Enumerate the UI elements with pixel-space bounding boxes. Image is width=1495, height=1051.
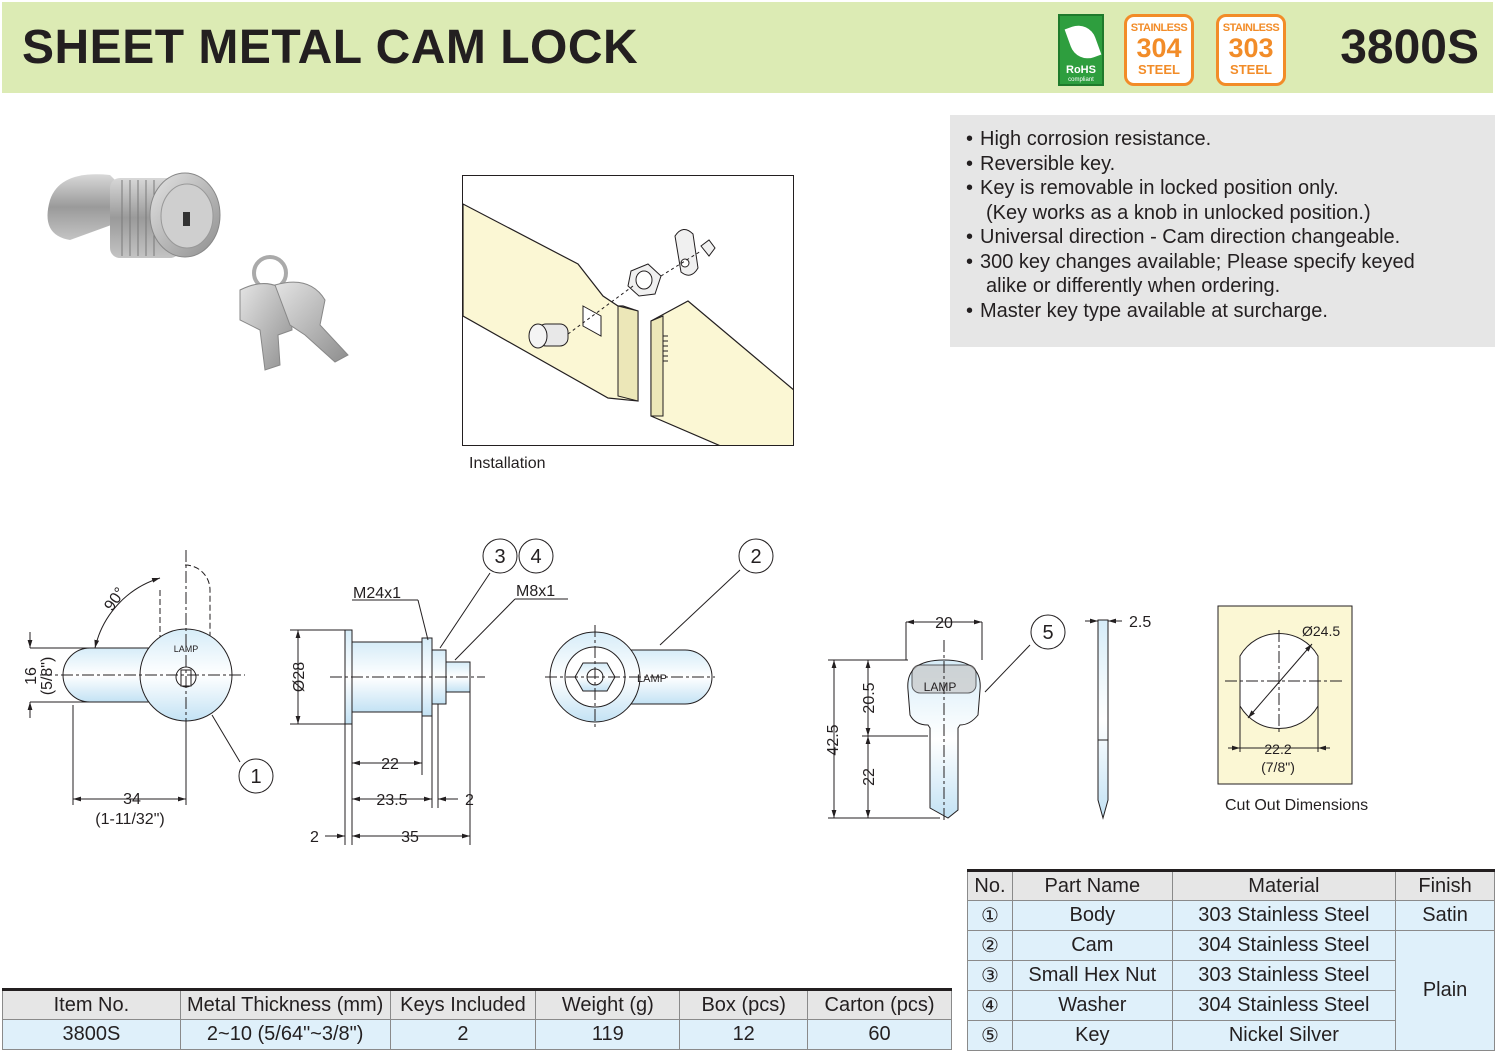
finish-satin: Satin [1395,900,1495,931]
col-header: Weight (g) [535,988,681,1020]
cutout-label: Cut Out Dimensions [1225,797,1369,814]
svg-text:(5/8"): (5/8") [39,657,56,696]
feature-item: •Master key type available at surcharge. [966,299,1328,322]
col-header: No. [967,869,1013,901]
svg-text:90°: 90° [101,585,129,615]
item-spec-table: Item No. Metal Thickness (mm) Keys Inclu… [2,988,952,1050]
svg-text:LAMP: LAMP [924,680,957,694]
lamp-mark: LAMP [174,644,199,654]
technical-drawings: LAMP 90° 16 (5/8") 34 (1-11/32") 1 Ø28 M… [23,538,1353,846]
col-header: Carton (pcs) [807,988,952,1020]
feature-list: •High corrosion resistance. •Reversible … [950,115,1495,347]
svg-text:23.5: 23.5 [376,792,407,809]
col-header: Box (pcs) [679,988,809,1020]
product-photo [47,172,349,371]
feature-item: •High corrosion resistance. [966,128,1212,150]
col-header: Keys Included [389,988,537,1020]
svg-text:2: 2 [750,546,761,568]
svg-text:22: 22 [861,768,878,786]
svg-text:22: 22 [381,756,399,773]
rohs-sub: compliant [1068,77,1094,83]
svg-text:22.2: 22.2 [1264,741,1291,757]
header-band: SHEET METAL CAM LOCK RoHS compliant STAI… [2,2,1493,93]
svg-text:M24x1: M24x1 [353,585,401,602]
svg-text:2: 2 [310,829,319,846]
feature-item: •Universal direction - Cam direction cha… [966,226,1401,248]
col-header: Metal Thickness (mm) [179,988,391,1020]
col-header: Item No. [2,988,181,1020]
svg-text:42.5: 42.5 [825,724,842,755]
svg-text:(1-11/32"): (1-11/32") [95,811,164,828]
front-view [27,550,274,805]
svg-text:LAMP: LAMP [637,673,667,685]
svg-text:2.5: 2.5 [1129,614,1151,631]
feature-item: •Reversible key. [966,152,1116,175]
svg-text:20.5: 20.5 [861,682,878,713]
svg-text:2: 2 [465,792,474,809]
col-header: Finish [1395,869,1495,901]
page-title: SHEET METAL CAM LOCK [22,21,639,74]
stainless-303-badge: STAINLESS 303 STEEL [1216,14,1286,86]
col-header: Material [1171,869,1397,901]
feature-item: •300 key changes available; Please speci… [966,250,1415,298]
cutout-diagram [1217,605,1353,785]
installation-label: Installation [469,455,546,472]
svg-text:4: 4 [530,546,541,568]
feature-item: •Key is removable in locked position onl… [966,177,1371,224]
leaf-icon [1064,20,1102,64]
svg-text:5: 5 [1042,622,1053,644]
svg-text:M8x1: M8x1 [516,583,555,600]
svg-text:Ø28: Ø28 [291,662,308,692]
svg-text:3: 3 [494,546,505,568]
key-view [828,614,1122,820]
rear-view [545,538,774,730]
finish-plain: Plain [1395,930,1495,1051]
stainless-304-badge: STAINLESS 304 STEEL [1124,14,1194,86]
svg-text:(7/8"): (7/8") [1261,759,1295,775]
svg-text:20: 20 [935,615,953,632]
side-view [290,538,568,845]
svg-text:Ø24.5: Ø24.5 [1302,623,1340,639]
svg-text:34: 34 [123,791,141,808]
installation-diagram [462,175,794,446]
svg-text:16: 16 [23,667,40,685]
rohs-badge: RoHS compliant [1058,14,1104,86]
svg-text:1: 1 [250,766,261,788]
svg-text:35: 35 [401,829,419,846]
rohs-label: RoHS [1066,64,1096,76]
col-header: Part Name [1011,869,1173,901]
model-number: 3800S [1340,21,1479,74]
